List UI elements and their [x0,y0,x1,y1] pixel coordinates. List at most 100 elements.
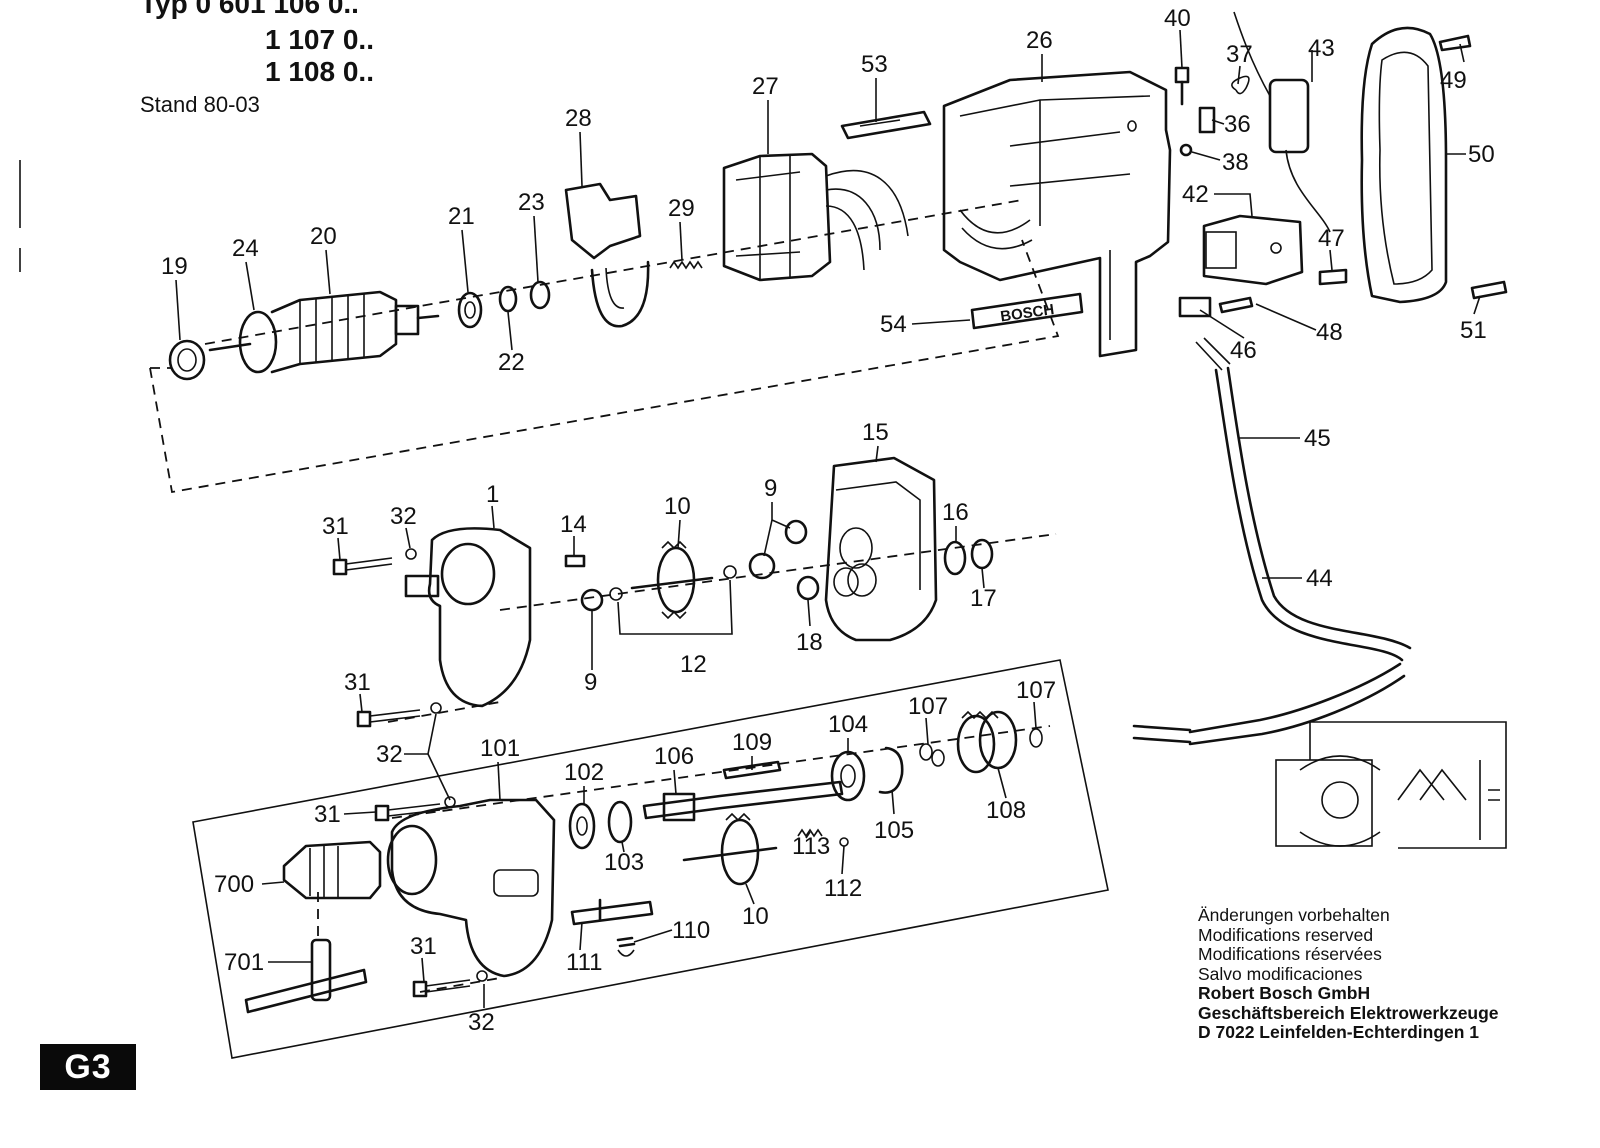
lower-assembly-frame [192,659,1109,1059]
callout-32-upper: 32 [390,503,417,530]
company-address: D 7022 Leinfelden-Echterdingen 1 [1198,1022,1480,1042]
washer-32-bottom [476,970,488,982]
washer-107-middle [931,749,945,767]
callout-31-bottom: 31 [410,933,437,960]
washer-32-upper [405,548,417,560]
callout-50: 50 [1468,141,1495,168]
spindle-106 [642,780,844,822]
armature-20 [208,290,440,374]
callout-54: 54 [880,311,907,338]
pinion-10-lower [682,812,778,886]
callout-16: 16 [942,499,969,526]
washer-32-middle [430,702,442,714]
callout-27: 27 [752,73,779,100]
callout-24: 24 [232,235,259,262]
pinion-10-middle [630,540,714,620]
bearing-18 [796,575,820,601]
washer-103 [607,800,633,844]
callout-31-upper: 31 [322,513,349,540]
brand-plate-54: BOSCH [970,292,1084,330]
callout-15: 15 [862,419,889,446]
callout-109: 109 [732,729,772,756]
screw-40 [1174,66,1190,106]
chuck-key-701 [244,938,368,1014]
gear-housing-101 [386,798,556,978]
callout-112: 112 [824,875,862,902]
type-line-2: 1 107 0.. [265,24,374,55]
callout-102: 102 [564,759,604,786]
callout-17: 17 [970,585,997,612]
bearing-19 [168,339,206,381]
washer-107-left [919,743,933,761]
brush-holder-28 [564,182,650,328]
stand-date: Stand 80-03 [140,92,260,117]
callout-110: 110 [672,917,710,944]
callout-32-middle: 32 [376,741,403,768]
callout-104: 104 [828,711,868,738]
callout-107-left: 107 [908,693,948,720]
gear-housing-1 [404,527,532,708]
callout-18: 18 [796,629,823,656]
screw-49 [1438,34,1472,52]
callout-19: 19 [161,253,188,280]
callout-43: 43 [1308,35,1335,62]
washer-12-right [723,565,737,579]
washer-107-right [1029,728,1043,748]
callout-45: 45 [1304,425,1331,452]
note-fr: Modifications réservées [1198,944,1382,964]
wiring-schematic [1275,721,1507,849]
callout-113: 113 [792,833,830,860]
modification-notes: Änderungen vorbehalten Modifications res… [1198,905,1499,1043]
callout-40: 40 [1164,5,1191,32]
capacitor-43 [1233,11,1331,233]
pin-14 [564,554,586,568]
screw-38 [1179,143,1193,157]
washer-12-left [609,587,623,601]
callout-48: 48 [1316,319,1343,346]
callout-46: 46 [1230,337,1257,364]
key-109 [722,760,782,780]
callout-106: 106 [654,743,694,770]
carbon-brush-36 [1198,106,1216,134]
bearing-9-lower [580,588,604,612]
bearing-9-middle [748,552,776,580]
callout-701: 701 [224,949,264,976]
callout-10-middle: 10 [664,493,691,520]
callout-21: 21 [448,203,475,230]
leader-lines [175,29,1481,1008]
dashed-assembly-lines [149,199,1060,993]
callout-9-upper: 9 [764,475,777,502]
callout-31-box: 31 [314,801,341,828]
screw-31-middle [356,709,421,728]
rating-plate-53 [840,110,932,140]
screw-31-upper [332,557,393,576]
callout-51: 51 [1460,317,1487,344]
callout-numbers: 19 24 20 21 22 23 28 29 27 53 26 54 40 3… [161,5,1495,1036]
bearing-104 [830,750,866,802]
switch-42 [1202,214,1304,286]
washer-22 [498,285,518,313]
field-coil-27 [722,152,909,282]
bearing-plate-15 [824,456,938,642]
washer-17 [970,538,994,570]
type-line-1: Typ 0 601 106 0.. [140,0,359,19]
callout-111: 111 [566,949,602,976]
callout-47: 47 [1318,225,1345,252]
callout-53: 53 [861,51,888,78]
callout-49: 49 [1440,67,1467,94]
screw-51 [1470,280,1508,300]
gear-16 [943,540,967,576]
handle-shell-50 [1360,26,1448,304]
callout-32-bottom: 32 [468,1009,495,1036]
screw-47 [1318,268,1348,286]
retaining-ring-105 [878,746,904,794]
gear-108 [956,710,1018,774]
callout-44: 44 [1306,565,1333,592]
note-es: Salvo modificaciones [1198,963,1363,984]
callout-14: 14 [560,511,587,538]
power-cord-44 [1195,337,1412,662]
callout-28: 28 [565,105,592,132]
company-name: Robert Bosch GmbH [1198,983,1371,1003]
page-badge: G3 [40,1044,136,1090]
